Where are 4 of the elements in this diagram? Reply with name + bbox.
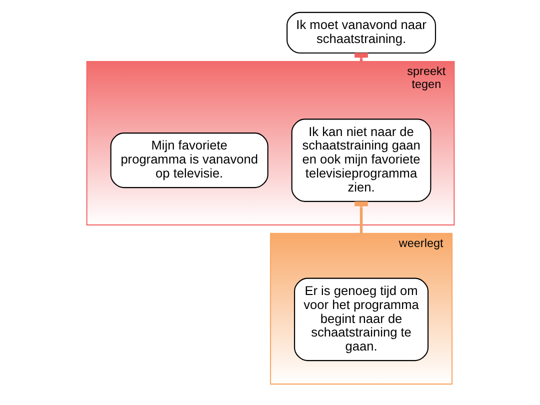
node-box: Ik kan niet naar de schaatstraining gaan en ook mijn favoriete televisieprogramma zien. xyxy=(290,118,431,202)
node-box: Er is genoeg tijd om voor het programma begint naar de schaatstraining te gaan. xyxy=(294,278,428,362)
node-box: Mijn favoriete programma is vanavond op televisie. xyxy=(110,132,268,188)
node-box: Ik moet vanavond naar schaatstraining. xyxy=(286,12,436,54)
